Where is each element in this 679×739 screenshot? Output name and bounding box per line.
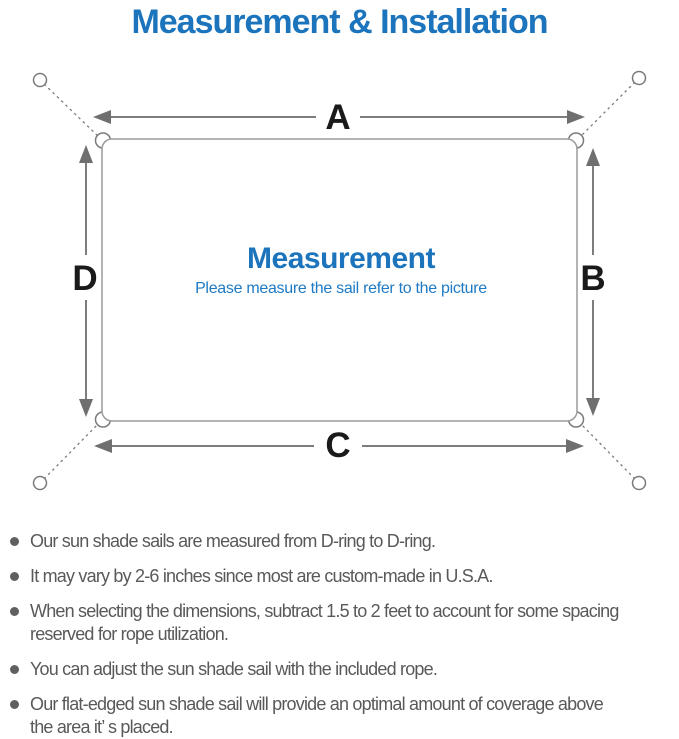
dimension-label-c: C xyxy=(325,426,350,465)
bullet-dot-icon xyxy=(10,700,19,709)
dimension-label-a: A xyxy=(325,98,350,137)
note-text: Our flat-edged sun shade sail will provi… xyxy=(30,694,604,737)
anchor-point-icon-top-left xyxy=(32,72,48,88)
rope-line-top-right xyxy=(577,81,636,140)
note-text: Our sun shade sails are measured from D-… xyxy=(30,531,436,551)
note-text: It may vary by 2-6 inches since most are… xyxy=(30,566,493,586)
note-item: Our flat-edged sun shade sail will provi… xyxy=(10,693,675,739)
note-item: Our sun shade sails are measured from D-… xyxy=(10,530,675,553)
note-item: It may vary by 2-6 inches since most are… xyxy=(10,565,675,588)
arrowhead-d-down xyxy=(79,399,93,417)
note-item: You can adjust the sun shade sail with t… xyxy=(10,658,675,681)
anchor-points xyxy=(32,70,647,491)
rope-line-bottom-right xyxy=(577,420,636,480)
note-text: You can adjust the sun shade sail with t… xyxy=(30,659,438,679)
note-text: When selecting the dimensions, subtract … xyxy=(30,601,619,644)
shade-sail-outline xyxy=(101,138,578,422)
arrowhead-b-up xyxy=(586,148,600,166)
rope-line-top-left xyxy=(43,83,102,140)
bullet-dot-icon xyxy=(10,572,19,581)
arrowhead-b-down xyxy=(586,398,600,416)
dimension-arrow-lines xyxy=(85,116,594,447)
notes-list: Our sun shade sails are measured from D-… xyxy=(10,530,675,739)
arrowhead-a-left xyxy=(93,110,111,124)
rope-dashed-lines xyxy=(43,81,636,480)
rope-line-bottom-left xyxy=(43,420,102,480)
note-item: When selecting the dimensions, subtract … xyxy=(10,600,675,646)
arrowhead-a-right xyxy=(567,110,585,124)
dimension-arrowheads xyxy=(79,110,600,453)
bullet-dot-icon xyxy=(10,607,19,616)
dimension-label-b: B xyxy=(580,259,605,298)
bullet-dot-icon xyxy=(10,665,19,674)
measurement-diagram: A B C D Measurement Please measure the s… xyxy=(32,70,647,491)
arrowhead-d-up xyxy=(79,145,93,163)
arrowhead-c-left xyxy=(94,439,112,453)
anchor-point-icon-top-right xyxy=(631,70,647,86)
bullet-dot-icon xyxy=(10,537,19,546)
page-title: Measurement & Installation xyxy=(131,3,548,41)
arrowhead-c-right xyxy=(566,439,584,453)
dimension-label-d: D xyxy=(72,259,97,298)
diagram-center-title: Measurement xyxy=(247,242,435,275)
diagram-center-subtitle: Please measure the sail refer to the pic… xyxy=(195,280,487,297)
anchor-point-icon-bottom-right xyxy=(631,475,647,491)
anchor-point-icon-bottom-left xyxy=(32,475,48,491)
